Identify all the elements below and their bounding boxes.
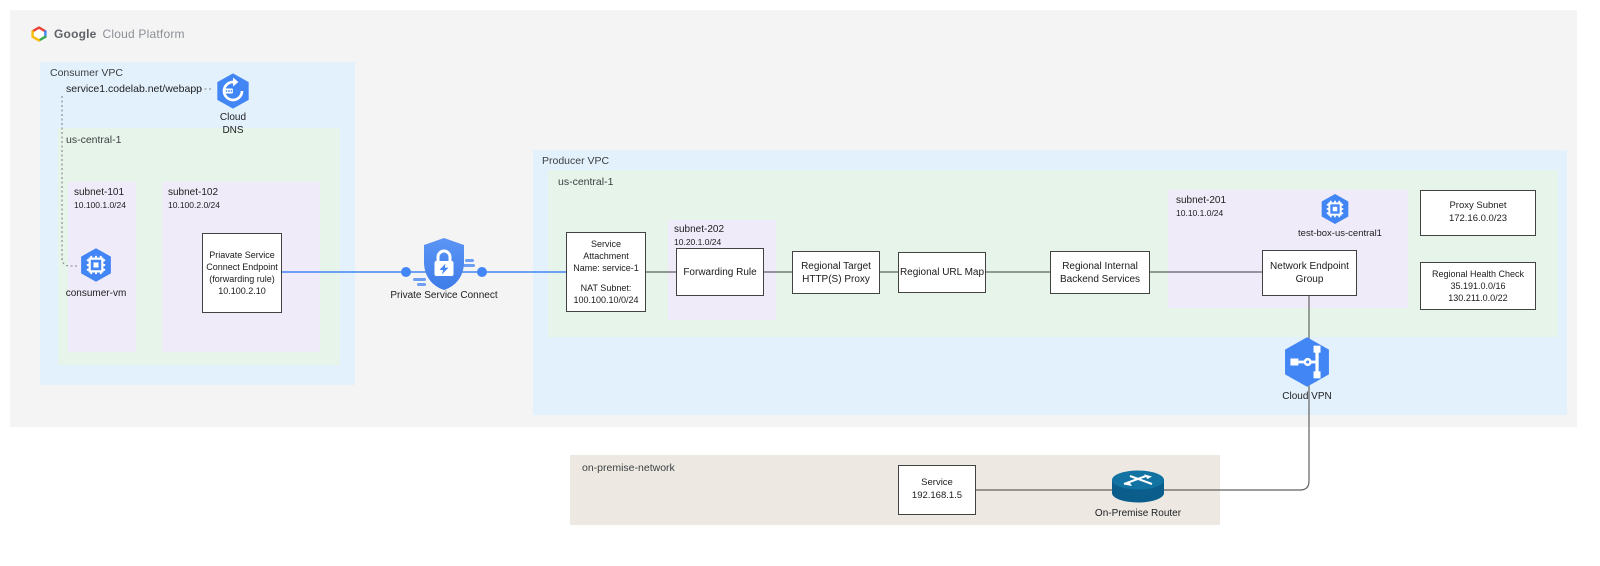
health-check-node: Regional Health Check 35.191.0.0/16 130.…: [1420, 262, 1536, 310]
psc-endpoint-line1: Priavate Service: [209, 249, 275, 260]
psc-endpoint-line4: 10.100.2.10: [218, 286, 266, 297]
url-map-node: Regional URL Map: [898, 252, 986, 293]
gcp-logo: Google Cloud Platform: [30, 26, 185, 42]
psc-endpoint-node: Priavate Service Connect Endpoint (forwa…: [202, 233, 282, 313]
cloud-dns-caption: Cloud DNS: [219, 112, 247, 136]
onprem-router-caption: On-Premise Router: [1094, 508, 1182, 519]
psc-endpoint-line2: Connect Endpoint: [206, 261, 278, 272]
subnet-101-cidr: 10.100.1.0/24: [74, 199, 126, 210]
subnet-102-name: subnet-102: [168, 187, 219, 198]
service-attachment-line3: Name: service-1: [573, 263, 639, 274]
target-proxy-node: Regional Target HTTP(S) Proxy: [792, 251, 880, 294]
forwarding-rule-node: Forwarding Rule: [676, 248, 764, 296]
onprem-service-node: Service 192.168.1.5: [898, 465, 976, 515]
psc-caption: Private Service Connect: [390, 290, 498, 301]
health-check-cidr1: 35.191.0.0/16: [1450, 280, 1506, 291]
brand-google: Google: [54, 27, 97, 41]
backend-services-label: Regional Internal Backend Services: [1059, 260, 1141, 285]
url-map-label: Regional URL Map: [899, 267, 985, 278]
subnet-102-cidr: 10.100.2.0/24: [168, 199, 220, 210]
brand-cloud-platform: Cloud Platform: [102, 27, 185, 41]
test-box-vm-icon: [1321, 193, 1349, 225]
subnet-101-header: subnet-101 10.100.1.0/24: [74, 187, 126, 210]
onprem-service-title: Service: [921, 477, 953, 489]
neg-label: Network Endpoint Group: [1270, 261, 1349, 285]
dns-record-text: service1.codelab.net/webapp: [66, 83, 203, 95]
health-check-cidr2: 130.211.0.0/22: [1448, 293, 1508, 304]
proxy-subnet-title: Proxy Subnet: [1449, 200, 1507, 212]
psc-endpoint-line3: (forwarding rule): [209, 274, 275, 284]
gcp-logo-icon: [31, 26, 47, 42]
forwarding-rule-label: Forwarding Rule: [683, 266, 757, 278]
subnet-201-cidr: 10.10.1.0/24: [1176, 207, 1224, 218]
producer-vpc-label: Producer VPC: [542, 155, 610, 167]
subnet-201-name: subnet-201: [1176, 195, 1227, 206]
backend-services-node: Regional Internal Backend Services: [1050, 251, 1150, 294]
consumer-vm-caption: consumer-vm: [65, 288, 127, 299]
psc-shield-icon: [401, 238, 487, 290]
test-box-caption: test-box-us-central1: [1298, 228, 1382, 239]
neg-node: Network Endpoint Group: [1262, 250, 1357, 296]
proxy-subnet-cidr: 172.16.0.0/23: [1448, 213, 1508, 224]
subnet-202-cidr: 10.20.1.0/24: [674, 236, 722, 247]
health-check-title: Regional Health Check: [1431, 268, 1525, 279]
target-proxy-label: Regional Target HTTP(S) Proxy: [801, 260, 871, 285]
consumer-vm-icon: [81, 248, 111, 282]
cloud-dns-icon: [217, 73, 249, 109]
cloud-vpn-icon: [1285, 337, 1329, 387]
subnet-202-name: subnet-202: [674, 224, 725, 235]
producer-region-label: us-central-1: [558, 176, 614, 188]
onprem-router-icon: [1112, 470, 1164, 503]
service-attachment-line1: Service: [590, 239, 621, 250]
on-premise-label: on-premise-network: [582, 462, 675, 474]
onprem-service-ip: 192.168.1.5: [911, 490, 963, 501]
service-attachment-line2: Attachment: [583, 251, 629, 262]
subnet-101-name: subnet-101: [74, 187, 125, 198]
consumer-vpc-label: Consumer VPC: [50, 67, 123, 79]
consumer-region-label: us-central-1: [66, 134, 122, 146]
service-attachment-node: Service Attachment Name: service-1 NAT S…: [566, 232, 646, 312]
subnet-202-header: subnet-202 10.20.1.0/24: [674, 224, 724, 247]
subnet-102-header: subnet-102 10.100.2.0/24: [168, 187, 220, 210]
subnet-201-header: subnet-201 10.10.1.0/24: [1176, 195, 1226, 218]
service-attachment-line5: 100.100.10/0/24: [573, 294, 639, 305]
cloud-vpn-caption: Cloud VPN: [1282, 391, 1332, 402]
proxy-subnet-node: Proxy Subnet 172.16.0.0/23: [1420, 190, 1536, 236]
service-attachment-line4: NAT Subnet:: [580, 282, 632, 293]
